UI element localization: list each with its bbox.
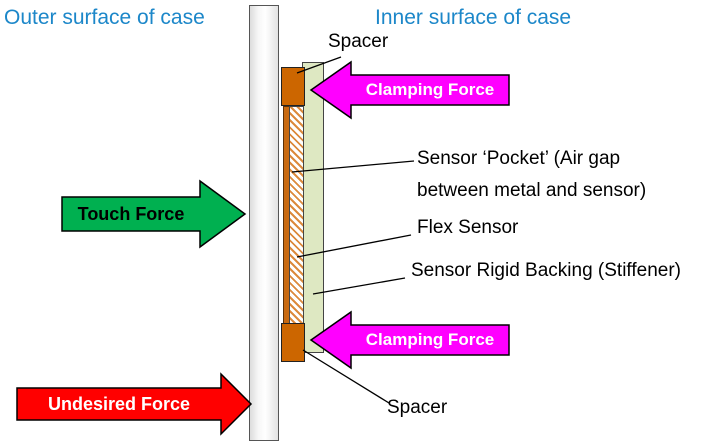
spacer-top-label: Spacer [328,31,389,52]
sensor-pocket-hatch [289,106,304,325]
clamping-force-arrow-bottom: Clamping Force [309,310,510,370]
clamping-force-top-arrow-shape [309,60,510,120]
inner-surface-title: Inner surface of case [375,6,572,29]
spacer-bottom [281,323,305,362]
clamping-force-top-label: Clamping Force [365,80,495,99]
touch-force-arrow: Touch Force [61,179,247,249]
spacer-top [281,67,305,106]
touch-force-arrow-shape [61,179,247,249]
undesired-force-arrow: Undesired Force [16,372,253,436]
spacer-bottom-label: Spacer [387,397,448,418]
sensor-pocket-label: Sensor ‘Pocket’ (Air gap between metal a… [417,148,647,201]
clamping-force-arrow-top: Clamping Force [309,60,510,120]
outer-surface-title: Outer surface of case [4,6,205,29]
flex-sensor-label: Flex Sensor [417,217,519,238]
touch-force-label: Touch Force [77,203,185,224]
undesired-force-arrow-shape [16,372,253,436]
case-wall [249,5,279,441]
rigid-backing-label: Sensor Rigid Backing (Stiffener) [411,260,681,281]
undesired-force-label: Undesired Force [47,393,191,414]
clamping-force-bottom-label: Clamping Force [365,330,495,349]
leader-line-rigid-backing [312,277,406,295]
